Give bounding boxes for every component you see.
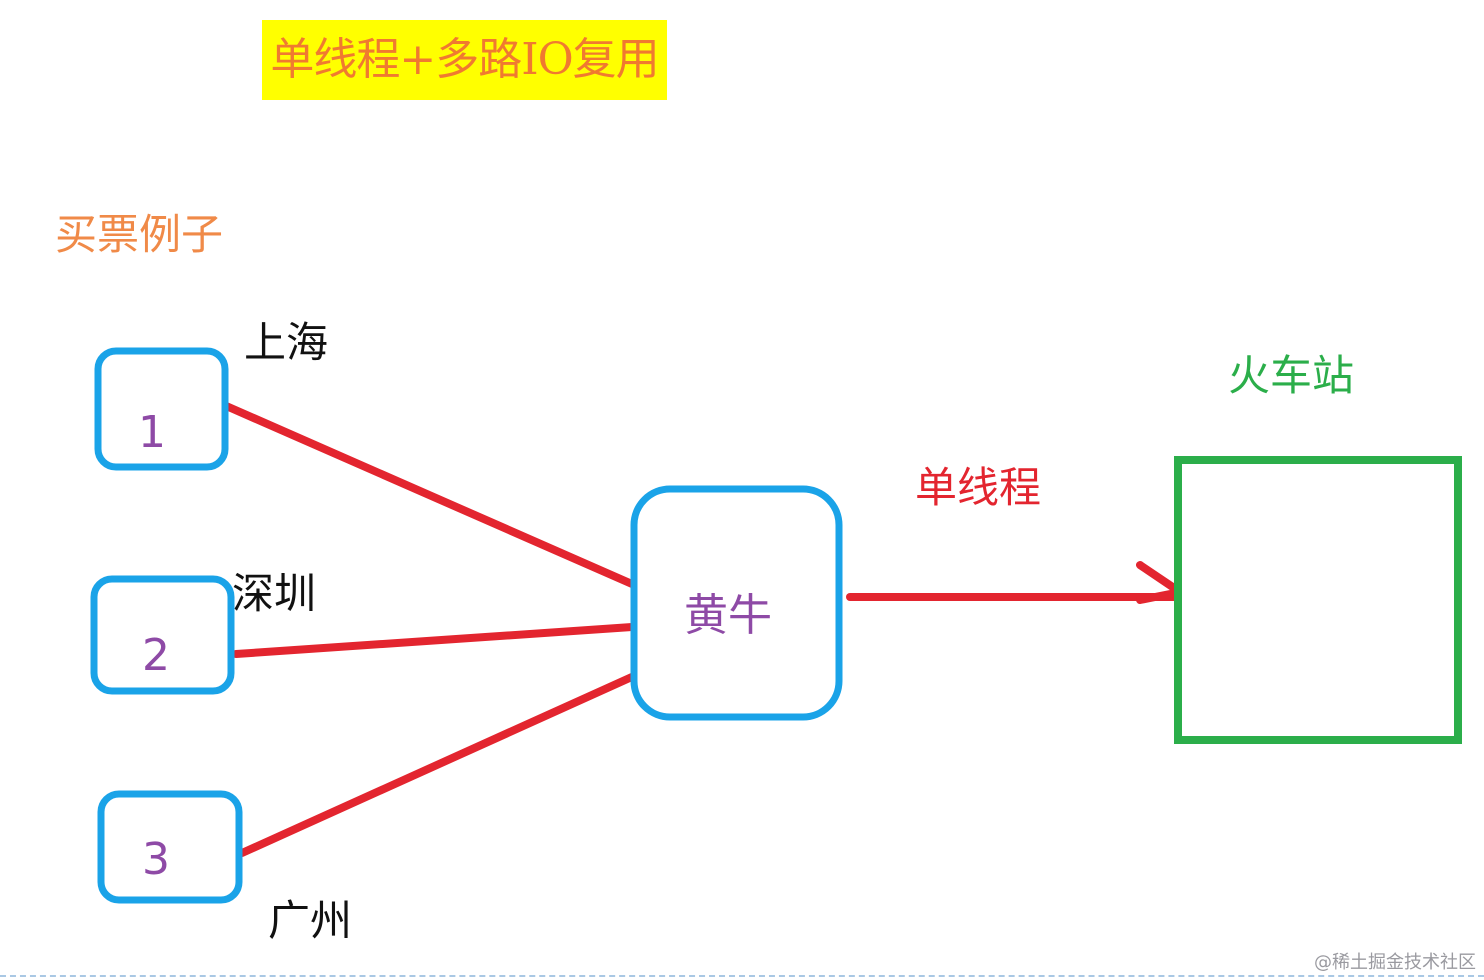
station-box [1174, 456, 1462, 744]
watermark: @稀土掘金技术社区 [1314, 952, 1476, 973]
city-label-shenzhen: 深圳 [232, 569, 317, 618]
title-banner [262, 20, 667, 100]
station-label: 火车站 [1228, 351, 1355, 400]
city-label-guangzhou: 广州 [268, 896, 353, 945]
connector-client-2 [232, 623, 636, 658]
thread-label: 单线程 [915, 463, 1042, 512]
connector-client-1 [220, 401, 636, 588]
client-number-1: 1 [138, 407, 166, 458]
diagram-title: 单线程+多路IO复用 [270, 34, 659, 85]
client-box-1 [94, 347, 229, 471]
section-title: 买票例子 [55, 210, 224, 259]
client-box-3 [97, 790, 243, 904]
city-label-shanghai: 上海 [244, 318, 329, 367]
connector-client-3 [238, 672, 638, 857]
client-number-2: 2 [142, 630, 170, 681]
bottom-divider [0, 975, 1484, 977]
broker-box [630, 485, 843, 721]
client-box-2 [90, 575, 235, 695]
client-number-3: 3 [142, 834, 170, 885]
broker-label: 黄牛 [684, 590, 772, 641]
